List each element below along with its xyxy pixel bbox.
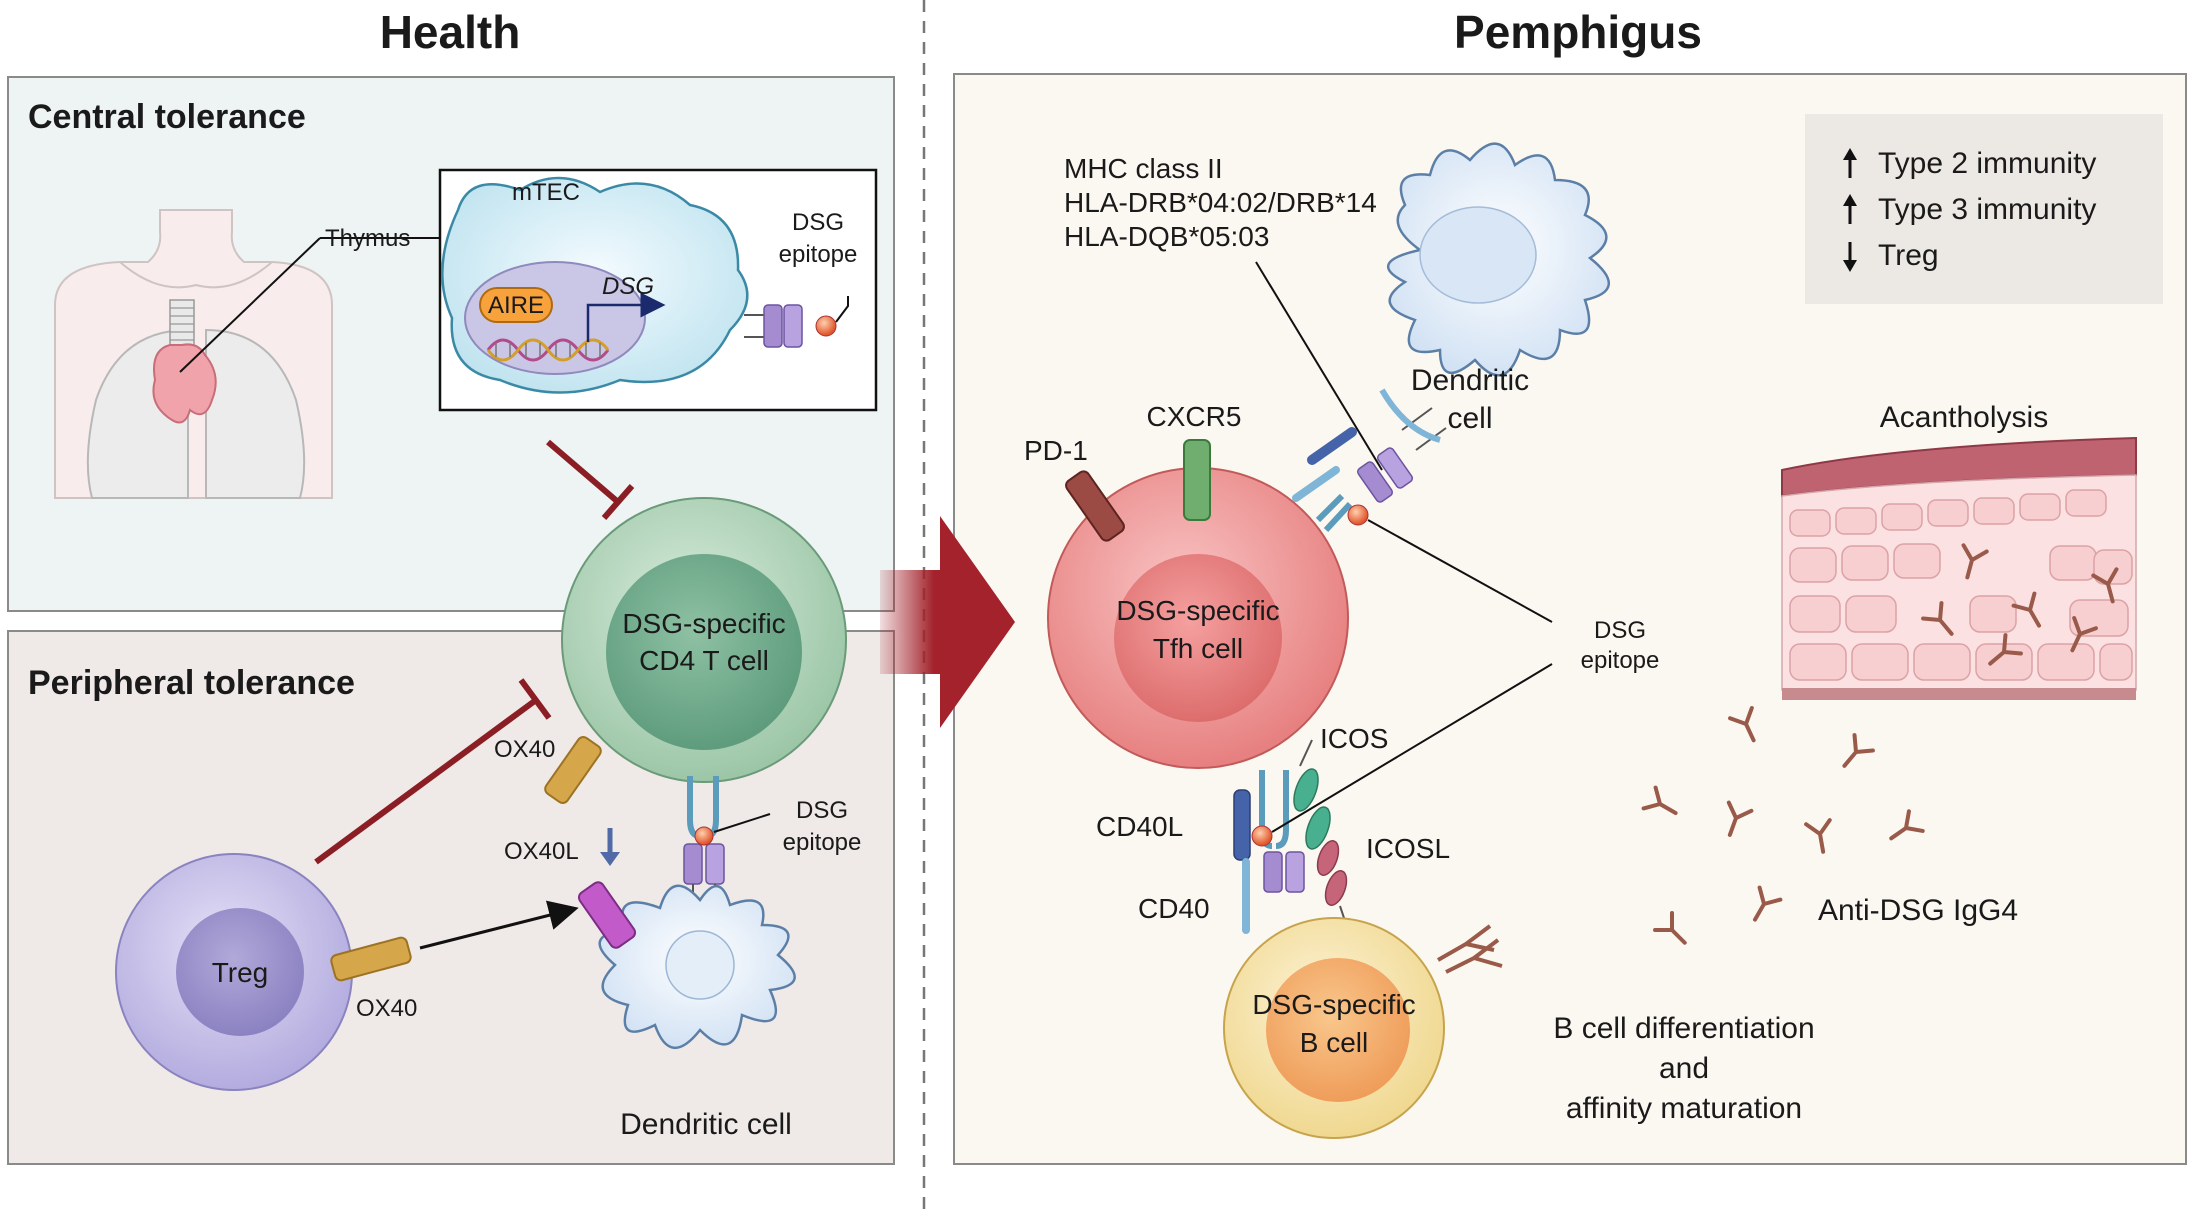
b-cell-nucleus: [1266, 958, 1410, 1102]
bcr-antibody-icon: [1437, 924, 1503, 974]
tfh-epitope-icon: [1347, 504, 1369, 526]
peripheral-inhibition-bar: [518, 678, 552, 720]
down-arrow-icon: [1843, 242, 1857, 272]
epitope-callout: [835, 296, 849, 323]
epitope-label-2: epitope: [1581, 647, 1660, 674]
central-tolerance-label: Central tolerance: [28, 98, 306, 136]
mtec-epitope-label-1: DSG: [792, 209, 844, 236]
health-dc-nucleus: [665, 930, 735, 1000]
treg-to-ox40l-arrow: [419, 900, 579, 950]
aire-label: AIRE: [488, 292, 544, 319]
t-cell-label-1: DSG-specific: [622, 608, 785, 639]
cd40l-label: CD40L: [1096, 811, 1183, 842]
transcription-arrow: [586, 292, 666, 342]
dc-epitope-callout: [713, 813, 771, 833]
mhc-callout-line: [1255, 261, 1383, 471]
ox40-tcell-label: OX40: [494, 736, 555, 763]
dc-label-2: cell: [1447, 402, 1492, 435]
pemphigus-title: Pemphigus: [1454, 6, 1702, 58]
tfh-label-2: Tfh cell: [1153, 633, 1243, 664]
ox40-receptor-treg: [330, 936, 412, 982]
body-thymus-illustration: [54, 209, 333, 499]
treg-decrease-label: Treg: [1878, 239, 1939, 272]
thymus-callout-line: [179, 237, 321, 373]
anti-dsg-label: Anti-DSG IgG4: [1818, 894, 2018, 927]
dc-epitope-label-1: DSG: [796, 797, 848, 824]
transition-arrow: [880, 516, 1015, 728]
b-diff-label-2: and: [1659, 1052, 1709, 1085]
tfh-dc-synapse: [1292, 388, 1447, 533]
treg-nucleus: [176, 908, 304, 1036]
ox40-treg-label: OX40: [356, 995, 417, 1022]
central-inhibition-bar: [601, 484, 635, 520]
health-title: Health: [380, 6, 521, 58]
mtec-label: mTEC: [512, 179, 580, 206]
mhc-molecule-icon: [744, 304, 803, 348]
cd4-t-cell-nucleus: [606, 554, 802, 750]
dc-epitope-label-2: epitope: [783, 829, 862, 856]
dc-epitope-icon: [694, 826, 714, 846]
tfh-label-1: DSG-specific: [1116, 595, 1279, 626]
dc-label-1: Dendritic: [1411, 364, 1529, 397]
dendritic-cell-label: Dendritic cell: [620, 1108, 792, 1141]
dsg-gene-label: DSG: [602, 273, 654, 300]
t-cell-label-2: CD4 T cell: [639, 645, 769, 676]
bcell-epitope-icon: [1251, 825, 1273, 847]
epitope-label-1: DSG: [1594, 617, 1646, 644]
tfh-nucleus: [1114, 554, 1282, 722]
acantholysis-label: Acantholysis: [1880, 401, 2048, 434]
pemphigus-dc-nucleus: [1419, 206, 1537, 304]
thymus-label: Thymus: [325, 225, 410, 252]
pd1-receptor: [1065, 470, 1125, 542]
icosl-label: ICOSL: [1366, 833, 1450, 864]
anti-dsg-antibodies: [1641, 543, 2119, 945]
cxcr5-receptor: [1183, 439, 1211, 521]
epitope-callout-2: [1271, 663, 1553, 833]
mtec-epitope-label-2: epitope: [779, 241, 858, 268]
ox40l-ligand: [577, 881, 637, 949]
mhc-label-1: MHC class II: [1064, 153, 1223, 184]
aire-badge: [479, 287, 553, 323]
up-arrow-icon: [1843, 148, 1857, 178]
down-arrow-icon: [600, 828, 620, 866]
cd40-label: CD40: [1138, 893, 1210, 924]
ox40-receptor-tcell: [544, 736, 602, 804]
ox40l-label: OX40L: [504, 838, 579, 865]
cxcr5-label: CXCR5: [1147, 401, 1242, 432]
b-diff-label-3: affinity maturation: [1566, 1092, 1802, 1125]
pd1-label: PD-1: [1024, 435, 1088, 466]
central-inhibition-line: [546, 439, 620, 505]
mhc-label-2: HLA-DRB*04:02/DRB*14: [1064, 187, 1377, 218]
treg-label: Treg: [212, 957, 269, 988]
peripheral-inhibition-line: [314, 697, 538, 865]
type3-immunity-label: Type 3 immunity: [1878, 193, 2096, 226]
epitope-icon: [815, 315, 837, 337]
immunity-box: [1805, 114, 2163, 304]
b-diff-label-1: B cell differentiation: [1553, 1012, 1814, 1045]
epitope-callout-1: [1367, 519, 1553, 623]
bcell-label-1: DSG-specific: [1252, 989, 1415, 1020]
up-arrow-icon: [1843, 194, 1857, 224]
bcell-label-2: B cell: [1300, 1027, 1368, 1058]
skin-epidermis-illustration: [1781, 436, 2137, 700]
mhc-label-3: HLA-DQB*05:03: [1064, 221, 1269, 252]
type2-immunity-label: Type 2 immunity: [1878, 147, 2096, 180]
icos-label: ICOS: [1320, 723, 1388, 754]
peripheral-tolerance-label: Peripheral tolerance: [28, 664, 355, 702]
